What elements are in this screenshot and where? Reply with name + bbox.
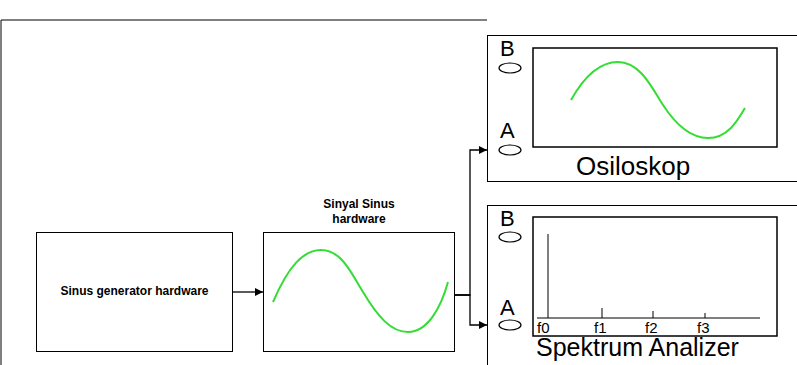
spectrum-analyzer-box: Spektrum Analizer <box>487 205 797 365</box>
frame-line <box>1 20 2 365</box>
signal-arrow <box>455 150 487 295</box>
sine-wave <box>273 250 448 332</box>
generator-box: Sinus generator hardware <box>36 232 233 352</box>
frequency-label: f3 <box>697 320 710 335</box>
instrument-name: Osiloskop <box>576 152 690 181</box>
signal-arrow <box>233 291 263 292</box>
box-heading: Sinyal Sinus hardware <box>264 197 454 228</box>
input-port <box>499 320 521 330</box>
input-label: B <box>500 208 515 230</box>
instrument-name: Spektrum Analizer <box>536 334 739 362</box>
scope-screen <box>533 48 777 147</box>
spectral-line <box>548 234 549 318</box>
input-port <box>499 232 521 242</box>
signal-box: Sinyal Sinus hardware <box>263 232 455 352</box>
input-label: A <box>500 120 515 142</box>
frequency-label: f0 <box>537 320 550 335</box>
box-label: Sinus generator hardware <box>48 284 220 300</box>
frequency-label: f2 <box>645 320 658 335</box>
frequency-label: f1 <box>594 320 607 335</box>
oscilloscope-box: Osiloskop <box>487 35 797 182</box>
analyzer-screen <box>533 217 777 336</box>
frame-line <box>1 20 487 21</box>
frequency-axis <box>537 318 760 319</box>
sine-wave <box>571 62 745 138</box>
input-port <box>499 145 521 155</box>
spectral-line <box>602 308 603 318</box>
signal-arrow <box>455 295 487 325</box>
text-holder: Sinus generator hardware <box>37 233 232 351</box>
input-label: A <box>500 297 515 319</box>
spectral-line <box>705 313 706 318</box>
spectral-line <box>653 311 654 318</box>
input-port <box>499 63 521 73</box>
input-label: B <box>500 38 515 60</box>
